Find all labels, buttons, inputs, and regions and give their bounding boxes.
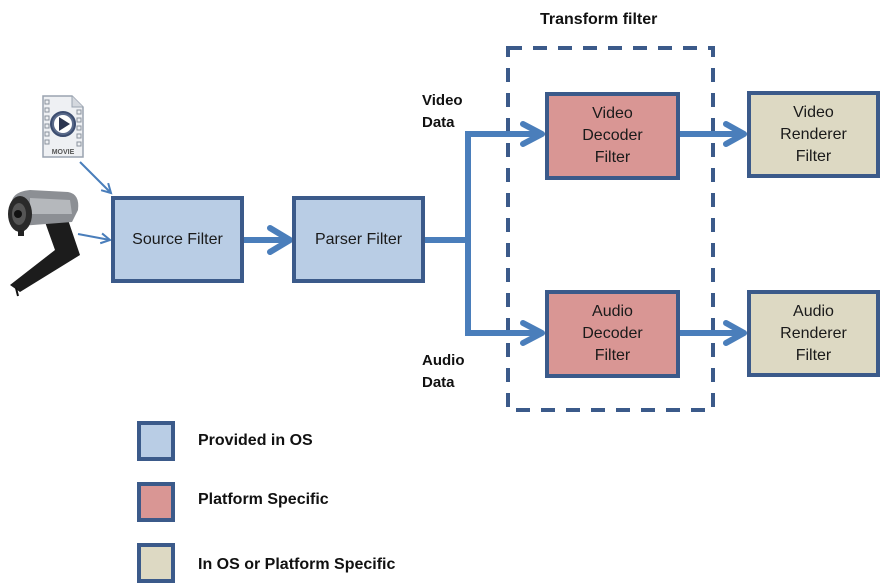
- movie-file-icon: MOVIE: [42, 95, 84, 158]
- transform-filter-group: [506, 46, 715, 412]
- webcam-icon: [8, 190, 80, 297]
- audio-decoder-line-2: Decoder: [582, 325, 643, 342]
- edge-parser-to-decoders: [424, 121, 545, 346]
- audio-data-line-1: Audio: [422, 352, 465, 369]
- edge-audio-decoder-to-renderer: [679, 320, 747, 346]
- audio-data-line-2: Data: [422, 374, 455, 391]
- audio-decoder-filter-node: Audio Decoder Filter: [545, 290, 680, 378]
- audio-renderer-line-1: Audio: [793, 302, 834, 320]
- edge-movie-to-source: [79, 161, 111, 193]
- legend-label-platform-specific: Platform Specific: [198, 491, 329, 508]
- source-filter-label: Source Filter: [132, 230, 223, 248]
- video-data-line-1: Video: [422, 92, 463, 109]
- audio-renderer-line-2: Renderer: [780, 324, 847, 342]
- legend-swatch-provided-in-os: [137, 421, 175, 461]
- video-decoder-line-3: Filter: [594, 149, 631, 166]
- audio-data-label: Audio Data: [422, 350, 465, 394]
- video-decoder-line-2: Decoder: [582, 127, 643, 144]
- audio-decoder-line-3: Filter: [594, 347, 631, 364]
- video-decoder-line-1: Video: [592, 105, 633, 122]
- legend-label-in-os-or-platform: In OS or Platform Specific: [198, 556, 396, 573]
- video-data-line-2: Data: [422, 114, 455, 131]
- video-renderer-line-1: Video: [793, 103, 834, 121]
- source-filter-node: Source Filter: [111, 196, 244, 283]
- legend-label-provided-in-os: Provided in OS: [198, 432, 313, 449]
- legend-swatch-platform-specific: [137, 482, 175, 522]
- video-renderer-filter-node: Video Renderer Filter: [747, 91, 880, 178]
- video-decoder-filter-node: Video Decoder Filter: [545, 92, 680, 180]
- audio-renderer-filter-node: Audio Renderer Filter: [747, 290, 880, 377]
- edge-webcam-to-source: [77, 234, 110, 240]
- video-data-label: Video Data: [422, 90, 463, 134]
- video-renderer-line-2: Renderer: [780, 125, 847, 143]
- edge-video-decoder-to-renderer: [679, 121, 747, 147]
- legend-swatch-in-os-or-platform: [137, 543, 175, 583]
- audio-renderer-line-3: Filter: [795, 346, 832, 364]
- video-renderer-line-3: Filter: [795, 147, 832, 165]
- parser-filter-node: Parser Filter: [292, 196, 425, 283]
- transform-filter-title: Transform filter: [540, 11, 658, 28]
- parser-filter-label: Parser Filter: [314, 230, 403, 248]
- movie-file-caption: MOVIE: [52, 149, 75, 156]
- edge-source-to-parser: [243, 225, 293, 255]
- audio-decoder-line-1: Audio: [592, 303, 633, 320]
